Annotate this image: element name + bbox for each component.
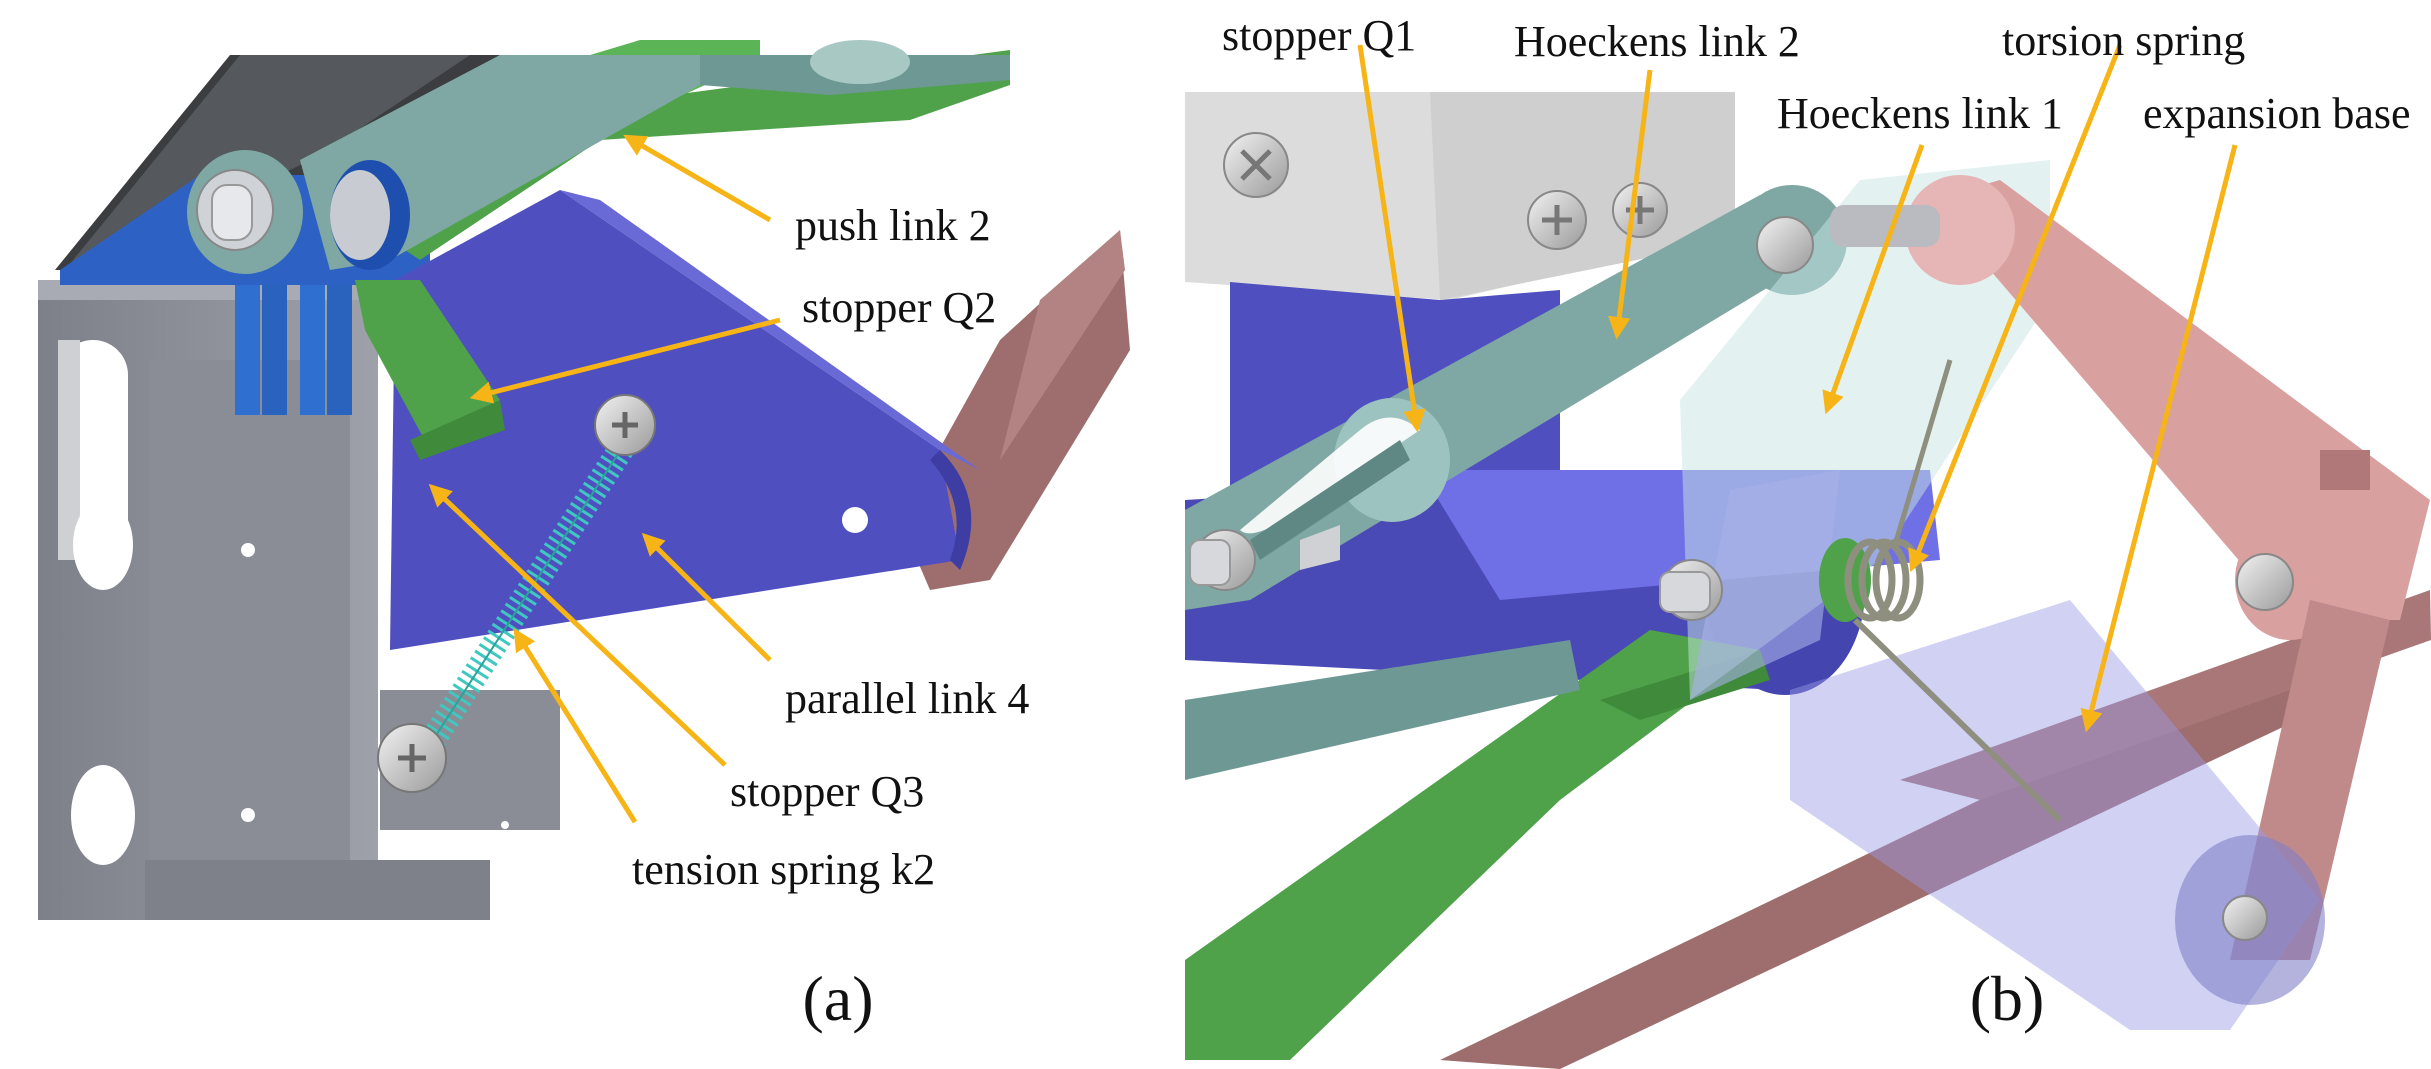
label-torsion-spring: torsion spring: [2002, 16, 2245, 65]
label-push-link-2: push link 2: [795, 201, 991, 250]
label-hoeckens-link-2: Hoeckens link 2: [1514, 17, 1800, 66]
label-parallel-link-4: parallel link 4: [785, 674, 1029, 723]
arrow-stopper-q2: [469, 317, 781, 404]
arrow-push-link-2: [623, 134, 772, 223]
label-stopper-q1: stopper Q1: [1222, 11, 1416, 60]
panel-a-mechanism-render: [38, 40, 1130, 920]
label-stopper-q2: stopper Q2: [802, 283, 996, 332]
panel-a-callout-arrows: [428, 134, 781, 824]
panel-b: stopper Q1 Hoeckens link 2 torsion sprin…: [1185, 11, 2431, 1069]
label-hoeckens-link-1: Hoeckens link 1: [1777, 89, 2063, 138]
label-stopper-q3: stopper Q3: [730, 767, 924, 816]
panel-a: push link 2 stopper Q2 parallel link 4 s…: [38, 40, 1130, 1034]
arrow-stopper-q1: [1357, 44, 1426, 433]
caption-b: (b): [1970, 963, 2045, 1034]
arrow-parallel-link-4: [641, 532, 772, 662]
arrow-torsion-spring: [1908, 44, 2123, 573]
caption-a: (a): [802, 963, 873, 1034]
arrow-hoeckens-link-1: [1822, 144, 1925, 415]
panel-b-callout-arrows: [1357, 44, 2238, 733]
panel-b-mechanism-render: [1185, 92, 2431, 1069]
arrow-tension-spring-k2: [513, 628, 638, 824]
arrow-expansion-base: [2080, 144, 2238, 733]
arrow-stopper-q3: [428, 483, 727, 767]
label-expansion-base: expansion base: [2143, 89, 2411, 138]
label-tension-spring-k2: tension spring k2: [632, 845, 935, 894]
arrow-hoeckens-link-2: [1608, 69, 1653, 340]
